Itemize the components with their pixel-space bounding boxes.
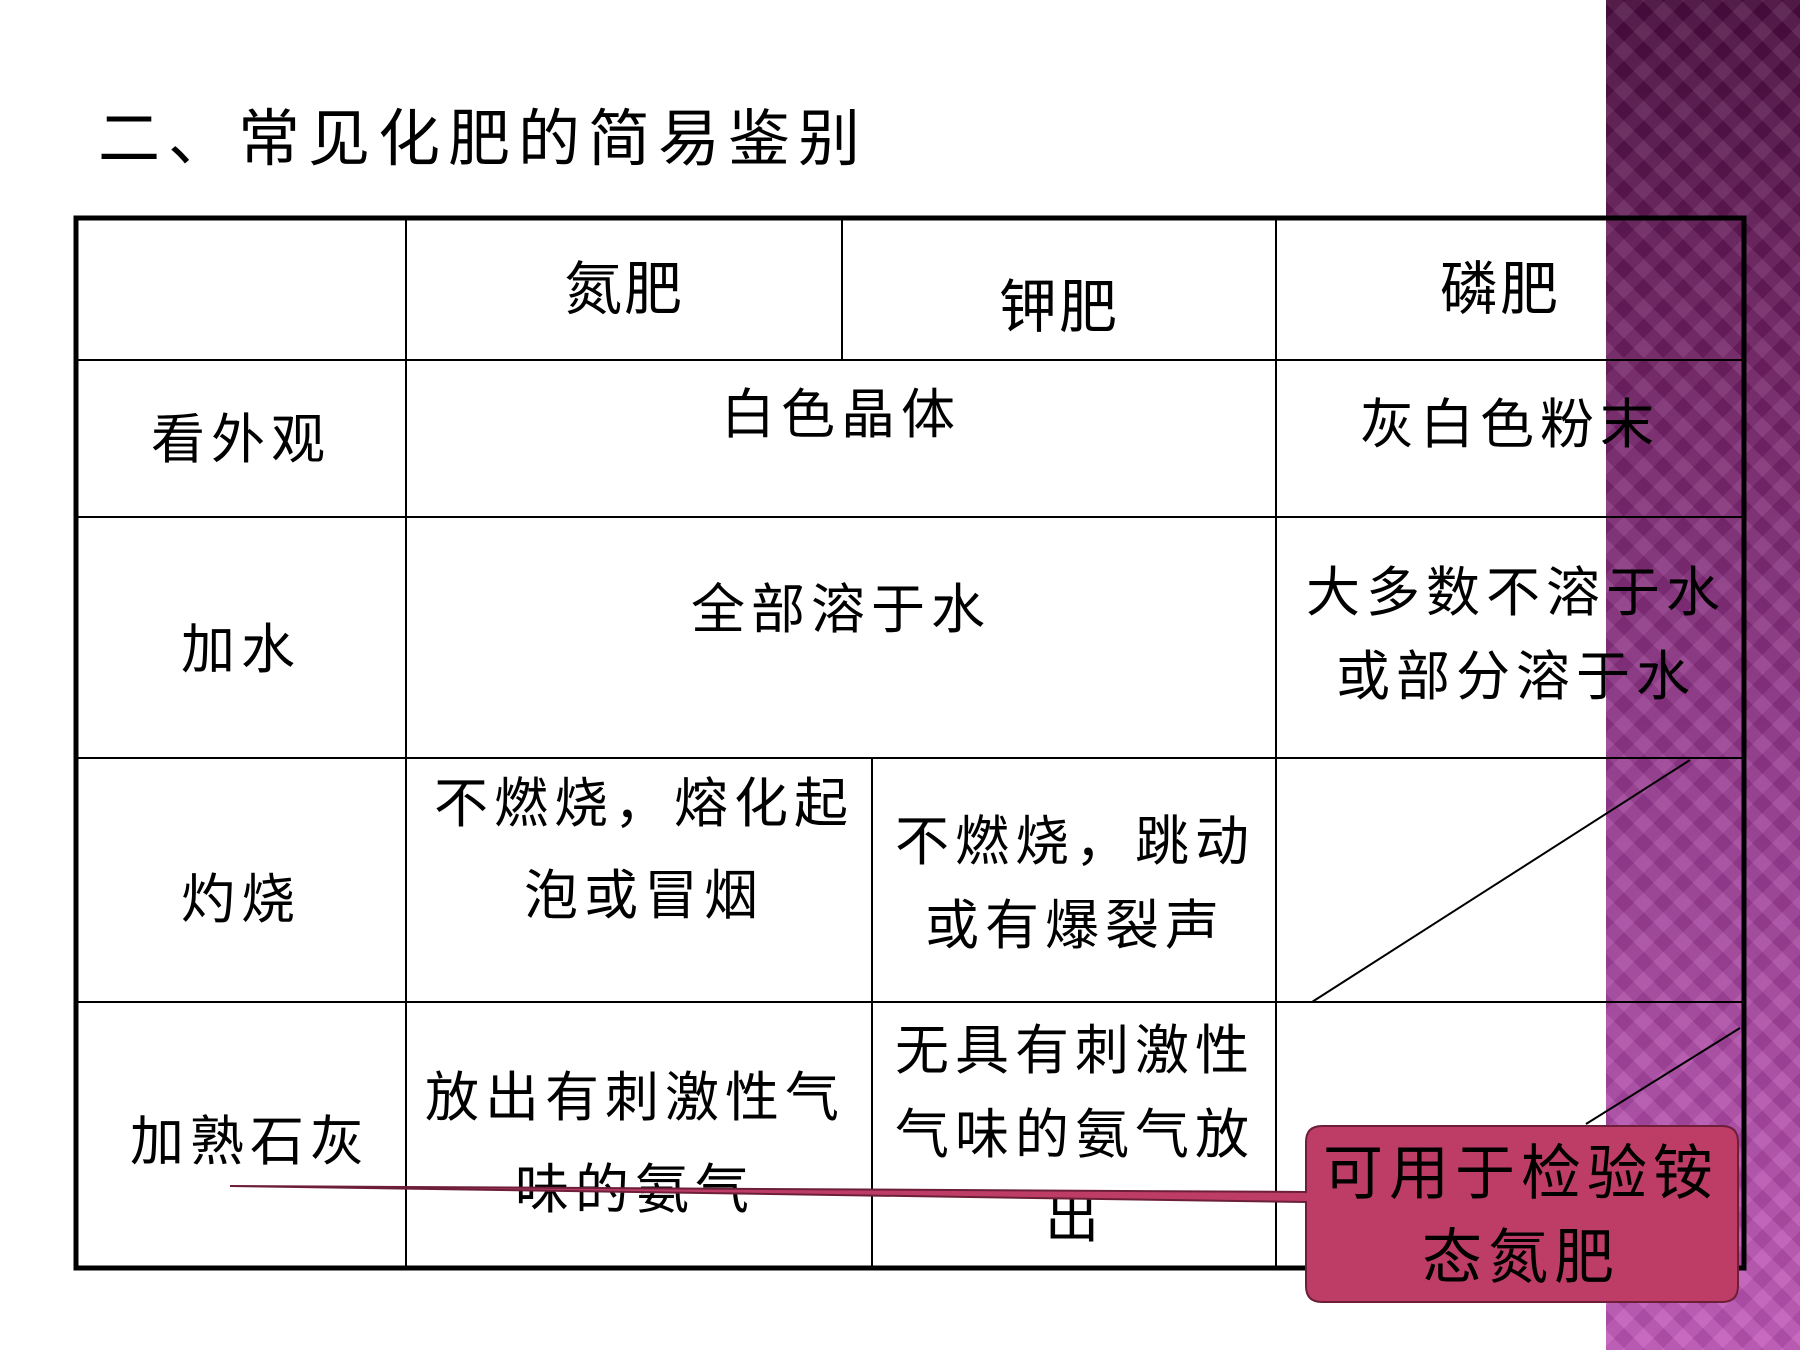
row-label-appearance: 看外观 [151, 408, 331, 471]
header-potassium: 钾肥 [998, 273, 1119, 341]
slide-title: 二、常见化肥的简易鉴别 [98, 102, 869, 175]
cell-burning-nitrogen: 不燃烧，熔化起泡或冒烟 [434, 772, 854, 927]
header-phosphate: 磷肥 [1439, 255, 1560, 323]
cell-appearance-np: 白色晶体 [721, 383, 961, 446]
row-label-lime: 加熟石灰 [130, 1110, 370, 1173]
row-label-burning: 灼烧 [181, 868, 301, 931]
header-nitrogen: 氮肥 [563, 255, 684, 323]
cell-water-phosphate: 大多数不溶于水或部分溶于水 [1306, 561, 1726, 708]
cell-burning-potassium: 不燃烧，跳动或有爆裂声 [895, 810, 1255, 957]
cell-appearance-phosphate: 灰白色粉末 [1360, 393, 1660, 456]
callout-text: 可用于检验铵态氮肥 [1323, 1139, 1719, 1293]
cell-lime-potassium: 无具有刺激性气味的氨气放出 [895, 1019, 1255, 1250]
diagonal-line [1311, 759, 1691, 1003]
diagonal-line [1585, 1027, 1741, 1125]
row-label-water: 加水 [181, 618, 301, 681]
cell-water-np: 全部溶于水 [691, 578, 991, 641]
